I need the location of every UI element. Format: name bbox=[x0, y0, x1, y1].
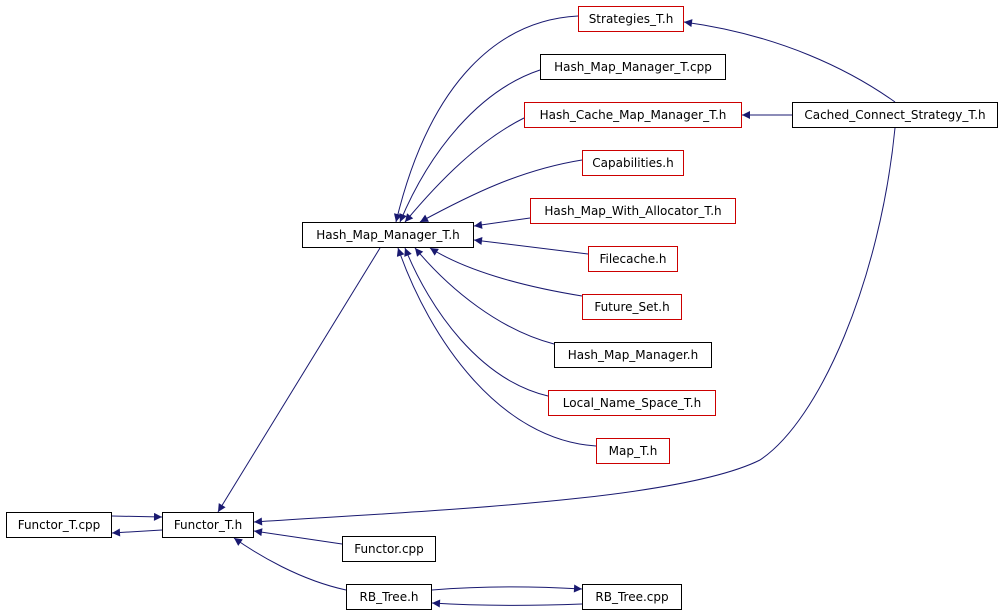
edge-functor-t-cpp-to-functor-t-h bbox=[111, 512, 163, 521]
node-functor-t-cpp: Functor_T.cpp bbox=[6, 512, 112, 538]
edge-local-name-space-t-h-to-hash-map-manager-t-h bbox=[404, 247, 549, 397]
edge-functor-cpp-to-functor-t-h bbox=[253, 528, 343, 545]
node-label: Hash_Map_Manager_T.cpp bbox=[554, 60, 712, 74]
node-label: Hash_Cache_Map_Manager_T.h bbox=[539, 108, 727, 122]
node-label: Capabilities.h bbox=[592, 156, 674, 170]
node-label: Hash_Map_Manager.h bbox=[567, 348, 699, 362]
node-label: Hash_Map_Manager_T.h bbox=[316, 228, 460, 242]
node-rb-tree-cpp[interactable]: RB_Tree.cpp bbox=[582, 584, 682, 610]
node-functor-cpp[interactable]: Functor.cpp bbox=[342, 536, 436, 562]
edge-map-t-h-to-hash-map-manager-t-h bbox=[396, 247, 597, 447]
edge-hash-map-manager-h-to-hash-map-manager-t-h bbox=[414, 247, 555, 345]
node-label: Cached_Connect_Strategy_T.h bbox=[804, 108, 986, 122]
node-label: Functor_T.cpp bbox=[17, 518, 101, 532]
node-map-t-h[interactable]: Map_T.h bbox=[596, 438, 670, 464]
edge-functor-t-h-to-functor-t-cpp bbox=[111, 528, 163, 537]
node-functor-t-h[interactable]: Functor_T.h bbox=[162, 512, 254, 538]
node-label: Hash_Map_With_Allocator_T.h bbox=[544, 204, 722, 218]
edge-future-set-h-to-hash-map-manager-t-h bbox=[429, 247, 583, 297]
node-label: Functor_T.h bbox=[173, 518, 243, 532]
edge-strategies-t-h-to-hash-map-manager-t-h bbox=[393, 15, 579, 223]
node-rb-tree-h[interactable]: RB_Tree.h bbox=[346, 584, 432, 610]
node-strategies-t-h[interactable]: Strategies_T.h bbox=[578, 6, 684, 32]
edge-hash-map-manager-t-cpp-to-hash-map-manager-t-h bbox=[399, 69, 541, 223]
node-label: Future_Set.h bbox=[594, 300, 670, 314]
node-hash-cache-map-manager-t-h[interactable]: Hash_Cache_Map_Manager_T.h bbox=[524, 102, 742, 128]
node-filecache-h[interactable]: Filecache.h bbox=[588, 246, 678, 272]
edge-cached-connect-strategy-t-h-to-strategies-t-h bbox=[683, 19, 896, 103]
node-label: Local_Name_Space_T.h bbox=[562, 396, 702, 410]
node-local-name-space-t-h[interactable]: Local_Name_Space_T.h bbox=[548, 390, 716, 416]
node-hash-map-manager-t-h[interactable]: Hash_Map_Manager_T.h bbox=[302, 222, 474, 248]
edge-rb-tree-h-to-rb-tree-cpp bbox=[431, 584, 583, 593]
edge-hash-map-manager-t-h-to-functor-t-h bbox=[217, 247, 381, 513]
node-hash-map-manager-t-cpp[interactable]: Hash_Map_Manager_T.cpp bbox=[540, 54, 726, 80]
edge-capabilities-h-to-hash-map-manager-t-h bbox=[419, 159, 583, 223]
node-label: Map_T.h bbox=[608, 444, 658, 458]
edge-hash-cache-map-manager-t-h-to-hash-map-manager-t-h bbox=[404, 117, 525, 223]
edge-rb-tree-cpp-to-rb-tree-h bbox=[431, 599, 583, 608]
edge-filecache-h-to-hash-map-manager-t-h bbox=[473, 237, 589, 255]
node-label: Filecache.h bbox=[599, 252, 667, 266]
node-future-set-h[interactable]: Future_Set.h bbox=[582, 294, 682, 320]
edge-hash-map-with-allocator-t-h-to-hash-map-manager-t-h bbox=[473, 217, 531, 229]
node-cached-connect-strategy-t-h[interactable]: Cached_Connect_Strategy_T.h bbox=[792, 102, 998, 128]
edge-rb-tree-h-to-functor-t-h bbox=[233, 537, 347, 591]
node-capabilities-h[interactable]: Capabilities.h bbox=[582, 150, 684, 176]
node-label: Strategies_T.h bbox=[588, 12, 674, 26]
node-hash-map-manager-h[interactable]: Hash_Map_Manager.h bbox=[554, 342, 712, 368]
node-label: Functor.cpp bbox=[354, 542, 424, 556]
node-label: RB_Tree.h bbox=[359, 590, 419, 604]
node-label: RB_Tree.cpp bbox=[595, 590, 669, 604]
node-hash-map-with-allocator-t-h[interactable]: Hash_Map_With_Allocator_T.h bbox=[530, 198, 736, 224]
edge-cached-connect-strategy-t-h-to-functor-t-h bbox=[253, 127, 896, 526]
